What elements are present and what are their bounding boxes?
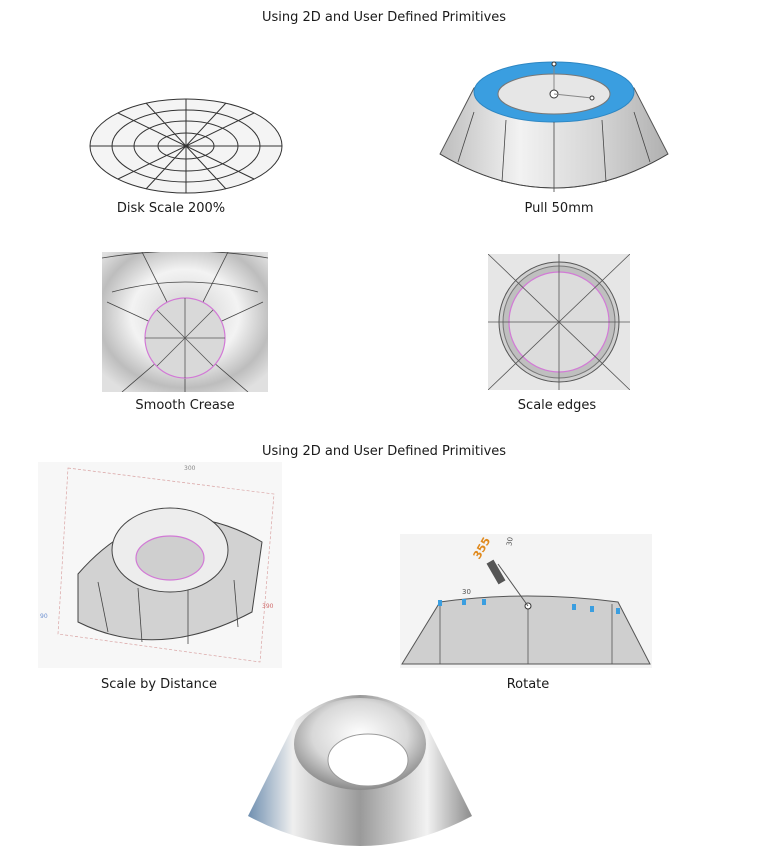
pull-figure	[436, 52, 672, 202]
disk-caption: Disk Scale 200%	[116, 201, 226, 216]
section-2-heading: Using 2D and User Defined Primitives	[261, 444, 507, 459]
disk-figure	[86, 96, 286, 196]
smooth-crease-caption: Smooth Crease	[135, 398, 235, 413]
scale-by-distance-figure: 300 90 390	[38, 462, 282, 668]
final-render-figure	[246, 680, 474, 858]
scale-by-distance-caption: Scale by Distance	[100, 677, 218, 692]
rotate-tick-a: 30	[505, 536, 514, 546]
rotate-caption: Rotate	[506, 677, 550, 692]
dim-right-label: 390	[262, 603, 274, 610]
scale-edges-figure	[488, 254, 630, 390]
pull-caption: Pull 50mm	[524, 201, 594, 216]
rotate-tick-b: 30	[462, 588, 471, 596]
rotate-figure: 355 30 30	[400, 534, 652, 668]
scale-edges-caption: Scale edges	[517, 398, 597, 413]
section-1-heading: Using 2D and User Defined Primitives	[261, 10, 507, 25]
smooth-crease-figure	[102, 252, 268, 392]
dim-left-label: 90	[40, 613, 48, 620]
dim-top-label: 300	[184, 465, 196, 472]
